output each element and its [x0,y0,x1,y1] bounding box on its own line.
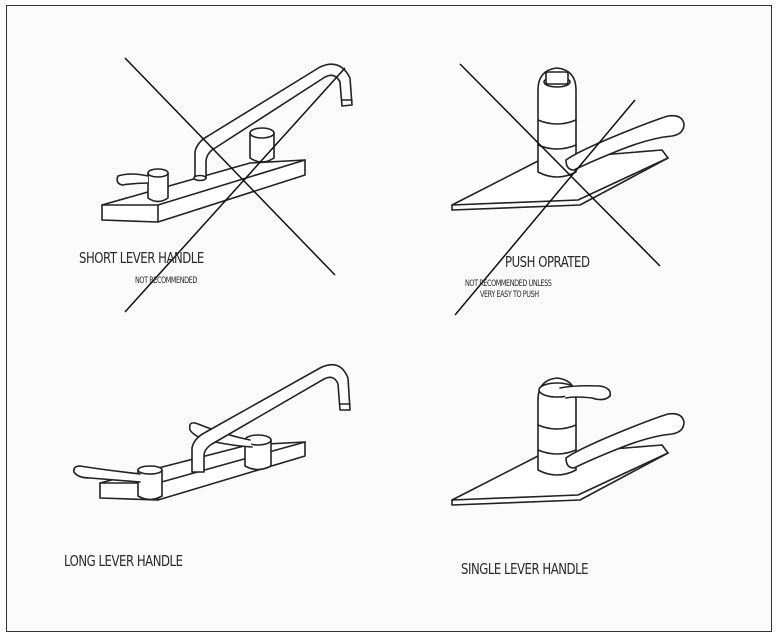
single-lever-handle-label: SINGLE LEVER HANDLE [461,560,589,578]
push-operated-note-line-1: NOT RECOMMENDED UNLESS [465,279,552,289]
long-lever-faucet-drawing [73,363,351,501]
push-operated-note-line-2: VERY EASY TO PUSH [480,290,539,300]
push-operated-faucet-drawing [451,67,685,211]
push-operated-cross-mark [454,63,661,316]
push-operated-label: PUSH OPRATED [505,253,590,271]
short-lever-cross-mark [124,57,346,313]
short-lever-handle-label: SHORT LEVER HANDLE [79,249,204,267]
single-lever-faucet-drawing [451,377,685,506]
long-lever-handle-label: LONG LEVER HANDLE [64,552,183,570]
short-lever-note: NOT RECOMMENDED [135,276,197,286]
figure-frame [6,5,772,632]
